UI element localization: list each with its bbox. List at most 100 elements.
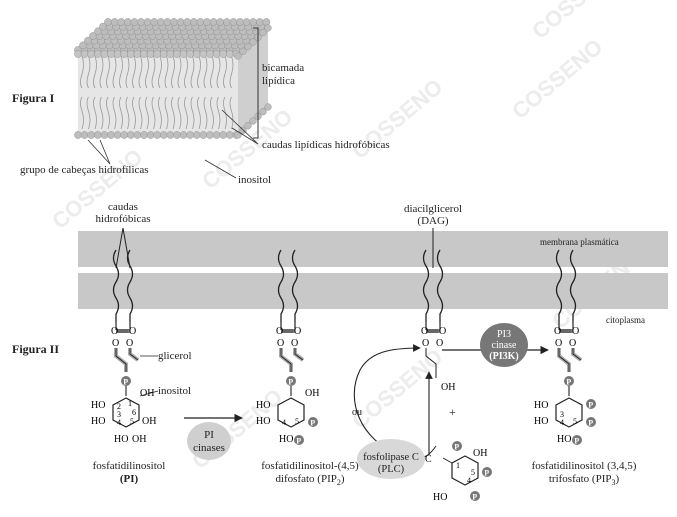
hydroxyl-group: HO xyxy=(279,434,293,445)
head-group xyxy=(133,50,142,58)
ip3-hydroxyl: OH xyxy=(473,448,487,459)
phosphate-label: P xyxy=(296,436,301,445)
head-group xyxy=(264,24,272,32)
lipid-tail xyxy=(145,55,149,89)
plc-label-2: (PLC) xyxy=(377,464,405,475)
head-group xyxy=(166,131,175,139)
lipid-tail xyxy=(210,55,214,89)
lipid-tail xyxy=(151,55,156,89)
lipid-tail xyxy=(190,55,195,89)
head-group xyxy=(87,50,95,58)
oxygen-atom: O xyxy=(111,326,118,337)
lipid-tail xyxy=(119,96,123,130)
pi-kinases-bubble xyxy=(187,422,231,460)
head-group xyxy=(209,18,218,26)
head-group xyxy=(179,131,188,139)
head-group xyxy=(212,50,221,58)
ring-number: 4 xyxy=(282,418,286,427)
head-group xyxy=(159,50,168,58)
linker-phosphate xyxy=(564,376,574,386)
lipid-tail xyxy=(184,55,188,89)
head-group xyxy=(100,131,109,139)
head-group xyxy=(159,131,168,139)
head-group xyxy=(127,50,135,58)
hydroxyl-group: HO xyxy=(91,400,105,411)
lipid-tail xyxy=(223,96,227,130)
head-group xyxy=(104,18,112,26)
lipid-tail xyxy=(145,96,149,130)
head-group xyxy=(249,38,257,46)
pi3k-label-2: cinase xyxy=(491,340,517,351)
pi3k-label-3: (PI3K) xyxy=(489,351,519,362)
head-group xyxy=(199,50,208,58)
head-group xyxy=(163,18,172,26)
lipid-tail xyxy=(80,96,84,130)
inositol-ring xyxy=(277,397,305,428)
head-group xyxy=(110,18,119,26)
fatty-acid-tail xyxy=(277,249,285,322)
head-group xyxy=(176,18,185,26)
hydroxyl-group: OH xyxy=(140,388,154,399)
head-group xyxy=(74,131,82,139)
hydroxyl-group: OH xyxy=(305,388,319,399)
fatty-acid-tail xyxy=(112,249,120,322)
head-group xyxy=(173,50,181,58)
oxygen-atom: O xyxy=(112,338,119,349)
oxygen-atom: O xyxy=(421,326,428,337)
head-group xyxy=(133,131,142,139)
head-group xyxy=(146,50,155,58)
phosphate-label: P xyxy=(574,436,579,445)
head-group xyxy=(259,108,267,116)
glycerol-backbone xyxy=(115,348,139,372)
phosphate-4 xyxy=(586,417,596,427)
pi-abbrev: (PI) xyxy=(119,473,139,485)
glycerol-label: glicerol xyxy=(158,350,192,362)
plc-bubble xyxy=(357,439,425,479)
phosphate-label: P xyxy=(454,442,459,451)
bilayer-front-face xyxy=(78,50,238,135)
fatty-acid-tail xyxy=(569,249,577,322)
arrow-plc-to-dag xyxy=(353,344,421,456)
oxygen-atom: O xyxy=(277,338,284,349)
head-group xyxy=(216,18,224,26)
ring-number: 5 xyxy=(573,417,577,426)
head-group xyxy=(87,131,95,139)
hydroxyl-group: OH xyxy=(132,434,146,445)
hydroxyl-group: HO xyxy=(91,416,105,427)
ip3-bond xyxy=(442,457,453,464)
head-group xyxy=(150,18,158,26)
hydroxyl-group: OH xyxy=(142,416,156,427)
plc-label-1: fosfolipase C xyxy=(363,452,419,463)
oxygen-atom: O xyxy=(422,338,429,349)
pi-kinases-label-2: cinases xyxy=(193,442,225,454)
oxygen-atom: O xyxy=(294,326,301,337)
phosphate-4 xyxy=(308,417,318,427)
dag-hydroxyl: OH xyxy=(441,382,455,393)
figure2-title: Figura II xyxy=(12,342,60,356)
head-group xyxy=(206,50,214,58)
head-group xyxy=(219,131,227,139)
head-group xyxy=(137,18,145,26)
head-group xyxy=(255,18,264,26)
dag-label-1: diacilglicerol xyxy=(403,203,463,215)
oxygen-atom: O xyxy=(439,326,446,337)
tails-pointer-fig2 xyxy=(115,227,131,269)
head-group xyxy=(264,103,272,111)
oxygen-atom: O xyxy=(569,338,576,349)
fatty-acid-tail xyxy=(422,249,430,322)
ring-number: 5 xyxy=(471,468,475,477)
inositol-ring xyxy=(555,397,583,428)
lipid-tail xyxy=(203,55,208,89)
head-group xyxy=(120,50,128,58)
head-group xyxy=(189,18,198,26)
head-group xyxy=(225,131,234,139)
head-group xyxy=(234,52,242,60)
head-group xyxy=(183,18,191,26)
inositol-label-fig1: inositol xyxy=(238,174,272,186)
head-group xyxy=(244,43,252,51)
head-group xyxy=(94,50,102,58)
watermark-text: COSSENO xyxy=(527,0,627,44)
phosphate-5 xyxy=(294,435,304,445)
head-group xyxy=(156,18,165,26)
